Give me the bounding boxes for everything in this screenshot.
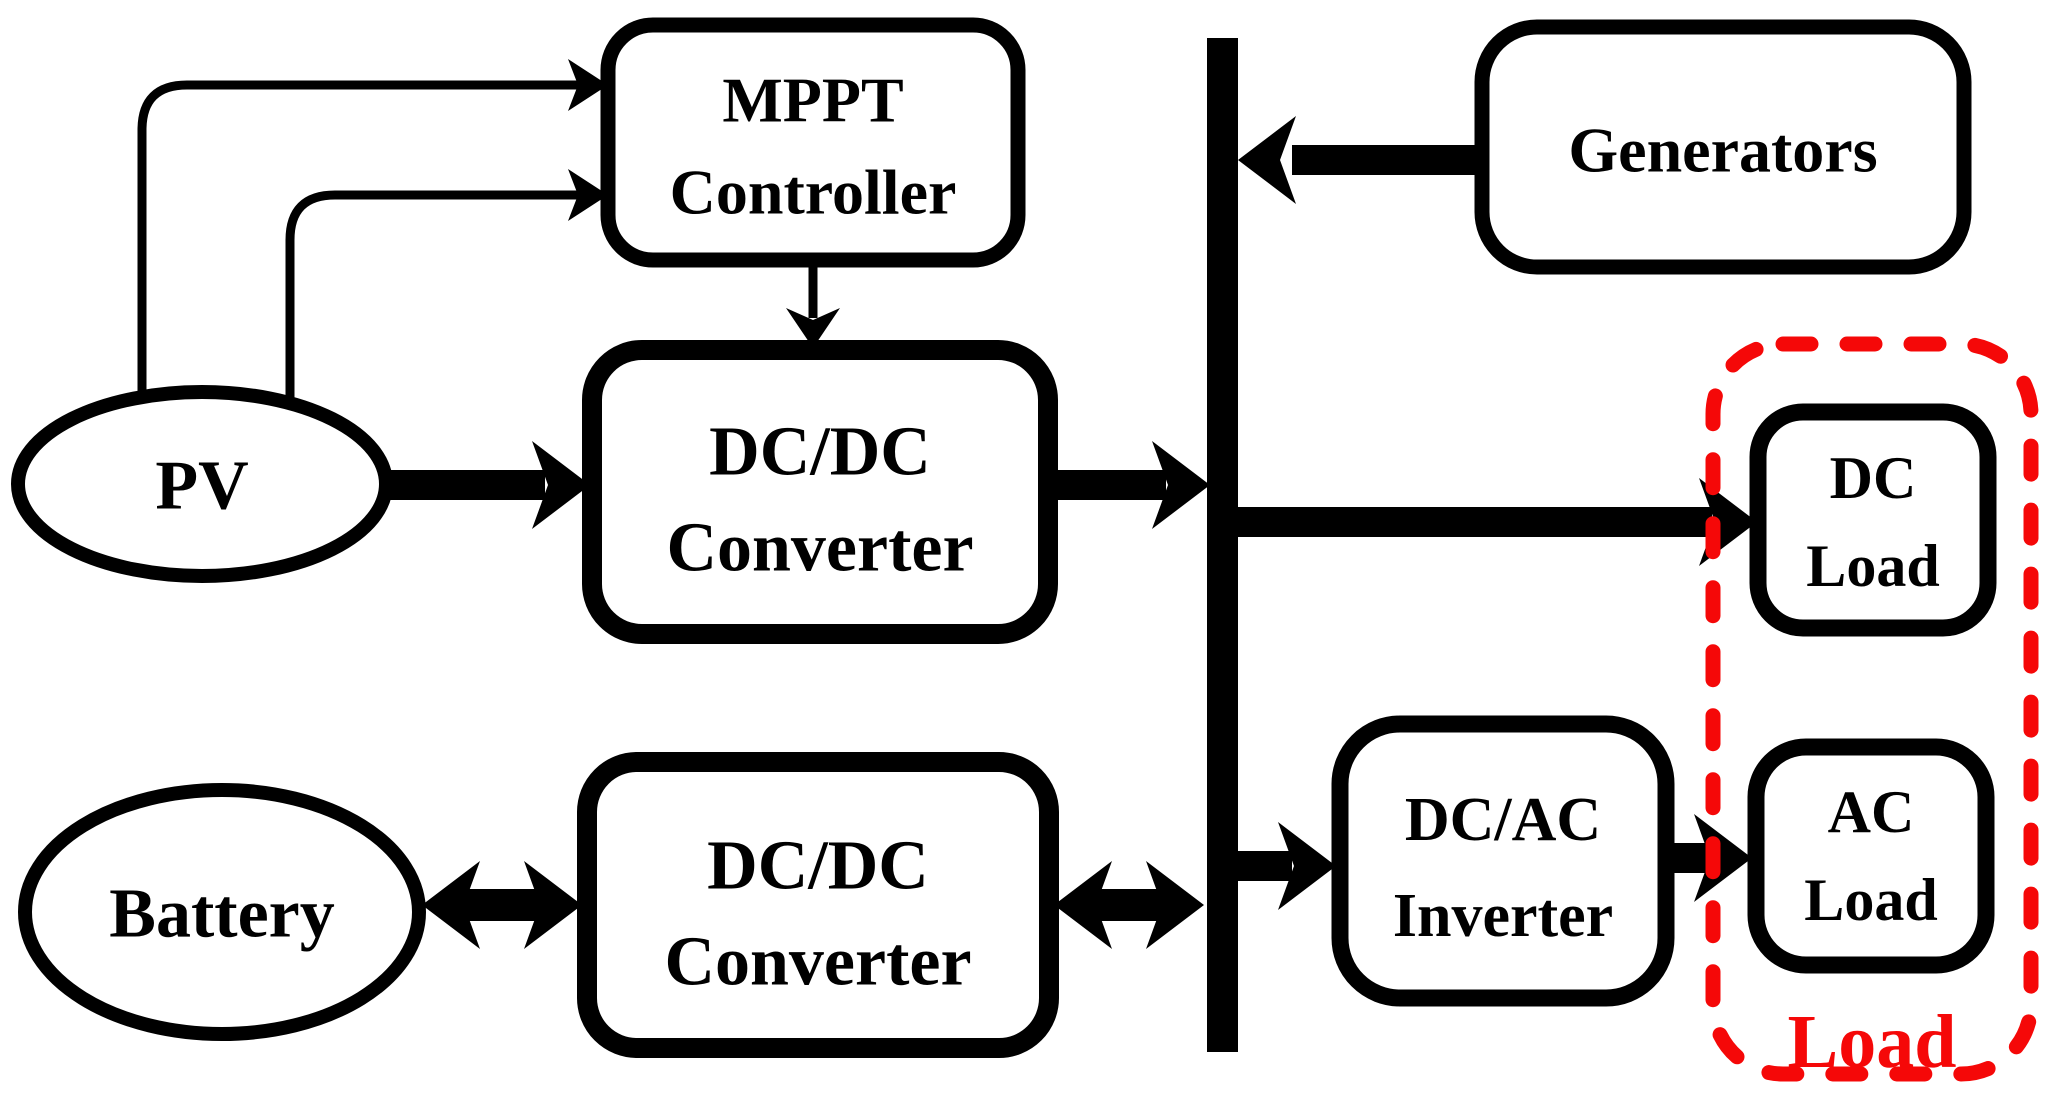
- arrowhead-generators-to-bus-icon: [1238, 116, 1296, 204]
- arrowhead-inverter-to-ac-load-icon: [1694, 814, 1752, 902]
- arrowhead-pv-to-mppt-1-icon: [568, 59, 608, 111]
- node-dc-load: DC Load: [1749, 403, 1997, 637]
- arrowhead-to-bus-icon: [1146, 861, 1204, 949]
- node-dcdc-converter-top: DC/DC Converter: [582, 340, 1058, 644]
- ac-load-label-line2: Load: [1804, 867, 1937, 933]
- pv-to-mppt-line-1: [137, 80, 578, 400]
- arrowhead-to-converter-bottom-icon: [524, 861, 582, 949]
- battery-label: Battery: [109, 876, 334, 953]
- dc-load-label-line1: DC: [1830, 445, 1917, 511]
- arrowhead-pv-to-converter-icon: [532, 441, 590, 529]
- pv-to-mppt-line-2: [285, 190, 578, 404]
- dcdc-top-label-line2: Converter: [666, 510, 973, 587]
- arrowhead-to-converter-icon: [1054, 861, 1112, 949]
- node-mppt-controller: MPPT Controller: [600, 17, 1026, 268]
- arrowhead-to-battery-icon: [422, 861, 480, 949]
- arrowhead-pv-to-mppt-2-icon: [568, 169, 608, 221]
- dcdc-bottom-box: [577, 752, 1059, 1058]
- inverter-label-line2: Inverter: [1393, 882, 1613, 950]
- node-generators: Generators: [1474, 19, 1972, 275]
- inverter-box: [1331, 715, 1675, 1007]
- load-group-dashed-border: [1705, 336, 2039, 1082]
- dcdc-top-box: [582, 340, 1058, 644]
- node-dcdc-converter-bottom: DC/DC Converter: [577, 752, 1059, 1058]
- pv-label: PV: [155, 448, 248, 525]
- node-ac-load: AC Load: [1747, 738, 1995, 974]
- arrowhead-bus-to-inverter-icon: [1278, 822, 1336, 910]
- dcdc-top-label-line1: DC/DC: [709, 414, 931, 491]
- node-dcac-inverter: DC/AC Inverter: [1331, 715, 1675, 1007]
- arrowhead-converter-to-bus-icon: [1152, 441, 1210, 529]
- dcdc-bottom-label-line1: DC/DC: [707, 828, 929, 905]
- ac-load-box: [1747, 738, 1995, 974]
- dc-load-label-line2: Load: [1806, 533, 1939, 599]
- battery-ellipse: [18, 783, 426, 1041]
- node-pv: PV: [11, 385, 393, 583]
- ac-load-label-line1: AC: [1828, 779, 1915, 845]
- arrowhead-mppt-to-converter-icon: [786, 308, 840, 348]
- generators-box: [1474, 19, 1972, 275]
- dc-bus-bar: [1207, 38, 1238, 1052]
- generators-label: Generators: [1568, 115, 1877, 186]
- dcdc-bottom-label-line2: Converter: [664, 924, 971, 1001]
- mppt-label-line1: MPPT: [722, 65, 903, 136]
- inverter-label-line1: DC/AC: [1405, 786, 1601, 854]
- dc-load-box: [1749, 403, 1997, 637]
- node-battery: Battery: [18, 783, 426, 1041]
- mppt-controller-box: [600, 17, 1026, 268]
- pv-ellipse: [11, 385, 393, 583]
- mppt-label-line2: Controller: [670, 157, 957, 228]
- load-group-label: Load: [1788, 1000, 1957, 1084]
